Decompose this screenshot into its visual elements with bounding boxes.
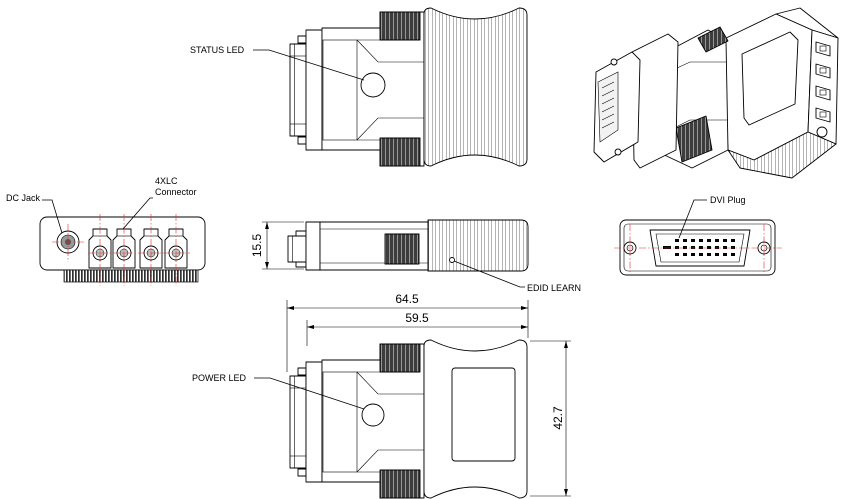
edid-learn-callout: EDID LEARN [453,260,581,293]
dc-jack-leader [42,199,63,234]
fiber-end-serrations [63,269,199,283]
status-led-leader [253,49,365,81]
side-view [287,219,529,272]
iso-thumbscrew-top [697,26,729,53]
lc-connector-label-line2: Connector [155,187,197,197]
top-view [289,7,528,167]
iso-plug-flange [631,33,679,169]
iso-lc-ports [815,41,831,123]
power-led-label: POWER LED [192,373,247,383]
side-view-ribbed-shell [427,219,529,272]
edid-learn-leader [453,260,525,288]
dimension-body-length: 59.5 [306,311,528,346]
isometric-view [593,7,839,179]
dimension-overall-length: 64.5 [286,292,529,372]
iso-dc-jack [816,126,828,138]
dvi-end-view [614,219,782,276]
status-led-callout: STATUS LED [190,45,365,81]
dc-jack-label: DC Jack [6,193,41,203]
lc-connector-leader [122,197,153,230]
power-led-leader [254,377,365,410]
dvi-pin-array [675,239,735,256]
dimension-height: 15.5 [250,221,304,270]
dvi-end-centerlines [614,224,782,274]
lc-connector-callout: 4XLC Connector [122,176,197,230]
dvi-plug-callout: DVI Plug [678,195,746,239]
top-view-housing [289,11,425,167]
iso-plug-pins [601,81,615,129]
top-view-ribbed-shell [423,7,528,167]
iso-window [741,31,799,126]
iso-thumbscrew-bottom [675,115,713,163]
iso-screw-tip-top [610,58,618,66]
fiber-end-view [39,214,206,286]
fiber-end-centerlines [52,214,190,286]
iso-screw-tip-bottom [614,148,622,156]
edid-learn-hole [449,257,455,263]
iso-ribbed-side [727,131,837,179]
power-led [361,403,385,427]
dvi-plug-label: DVI Plug [710,195,746,205]
iso-plug-pin-face [597,71,619,143]
dimension-body-length-value: 59.5 [405,311,429,325]
side-view-flange [305,221,321,271]
side-view-plug [287,235,307,263]
bottom-view-housing [289,343,425,499]
dimension-width: 42.7 [530,340,571,497]
status-led-label: STATUS LED [190,45,245,55]
bottom-view-window [451,367,516,462]
dvi-blade [663,246,671,249]
dimension-overall-length-value: 64.5 [395,292,419,306]
status-led [360,72,386,98]
dimension-width-value: 42.7 [551,406,565,430]
side-view-thumbscrew [384,233,420,265]
dc-jack-callout: DC Jack [6,193,63,234]
lc-connector-label-line1: 4XLC [155,176,178,186]
power-led-callout: POWER LED [192,373,365,410]
bottom-view [289,339,528,499]
dvi-plug-leader [678,199,707,239]
dimension-height-value: 15.5 [250,233,264,257]
edid-learn-label: EDID LEARN [527,283,581,293]
